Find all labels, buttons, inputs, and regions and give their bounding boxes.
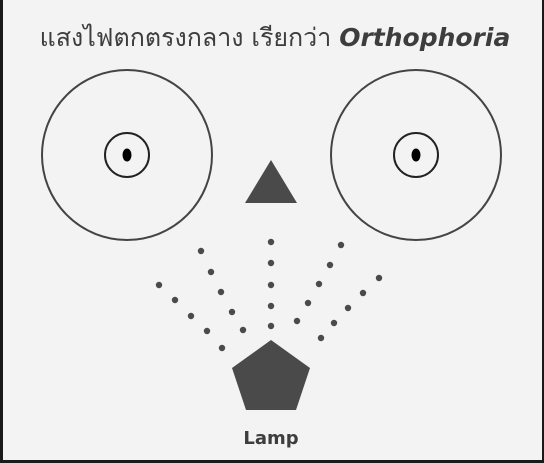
right-eye [331,70,501,240]
nose-triangle [245,160,297,203]
ray-far-left-dot [219,345,225,351]
ray-far-left [156,282,225,351]
lamp-label: Lamp [243,428,298,449]
ray-far-right-dot [318,335,324,341]
ray-left-dot [198,248,204,254]
ray-right-dot [305,300,311,306]
ray-far-left-dot [172,297,178,303]
ray-right-dot [294,318,300,324]
left-eye [42,70,212,240]
ray-far-left-dot [156,282,162,288]
orthophoria-diagram: Lamp [3,0,544,463]
ray-right-dot [327,262,333,268]
ray-far-right-dot [360,290,366,296]
ray-center-dot [268,239,274,245]
ray-center-dot [268,323,274,329]
ray-center-dot [268,282,274,288]
ray-far-right [318,275,382,341]
ray-right [294,242,344,324]
ray-right-dot [338,242,344,248]
ray-center-dot [268,303,274,309]
left-eye-light-reflex [123,149,132,162]
ray-right-dot [316,281,322,287]
ray-far-right-dot [376,275,382,281]
ray-far-right-dot [345,305,351,311]
ray-left [198,248,246,333]
right-eye-light-reflex [412,149,421,162]
ray-center-dot [268,260,274,266]
ray-far-right-dot [331,320,337,326]
light-rays [156,239,382,351]
ray-left-dot [218,289,224,295]
ray-left-dot [229,309,235,315]
ray-center [268,239,274,329]
ray-left-dot [240,327,246,333]
ray-left-dot [208,269,214,275]
lamp-pentagon [232,340,310,410]
ray-far-left-dot [204,328,210,334]
ray-far-left-dot [188,313,194,319]
